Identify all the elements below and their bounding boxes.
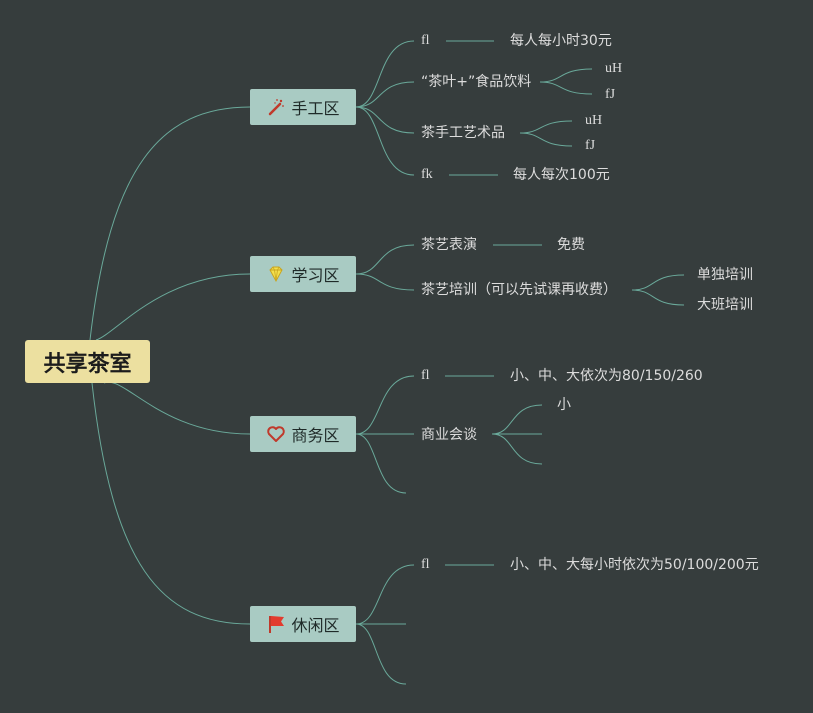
- topic-label[interactable]: 茶艺培训（可以先试课再收费）: [421, 282, 617, 298]
- sub-connector: [539, 81, 593, 95]
- diamond-icon: [266, 264, 286, 284]
- sub-connector: [519, 132, 573, 147]
- branch-leisure[interactable]: 休闲区: [250, 606, 356, 642]
- branch-connector: [355, 106, 415, 134]
- subtopic-label[interactable]: 大班培训: [697, 297, 753, 313]
- topic-label[interactable]: fk: [421, 167, 433, 182]
- flag-icon: [266, 614, 286, 634]
- branch-connector: [355, 375, 415, 435]
- branch-connector: [355, 244, 415, 275]
- branch-business[interactable]: 商务区: [250, 416, 356, 452]
- topic-detail[interactable]: 小、中、大依次为80/150/260: [510, 368, 703, 384]
- branch-study[interactable]: 学习区: [250, 256, 356, 292]
- root-label: 共享茶室: [43, 351, 132, 377]
- root-node[interactable]: 共享茶室: [25, 340, 150, 383]
- sub-connector: [491, 404, 543, 435]
- branch-connector: [355, 433, 407, 494]
- sub-connector: [491, 433, 543, 465]
- root-connector: [95, 273, 251, 341]
- topic-detail[interactable]: 每人每次100元: [513, 167, 610, 183]
- subtopic-label[interactable]: fJ: [605, 87, 616, 102]
- branch-connector: [355, 106, 415, 176]
- topic-label[interactable]: fl: [421, 557, 430, 572]
- sub-connector: [519, 120, 573, 134]
- subtopic-label[interactable]: 单独培训: [697, 267, 753, 283]
- subtopic-label[interactable]: uH: [585, 113, 603, 128]
- topic-label[interactable]: 茶艺表演: [421, 237, 477, 253]
- branch-connector: [355, 273, 415, 291]
- root-connector: [91, 382, 251, 625]
- subtopic-label[interactable]: uH: [605, 61, 623, 76]
- root-connector: [89, 106, 251, 341]
- topic-label[interactable]: fl: [421, 368, 430, 383]
- branch-connector: [355, 564, 415, 625]
- branch-connector: [355, 40, 415, 108]
- branch-label: 手工区: [291, 99, 340, 118]
- branch-connector: [355, 81, 415, 108]
- topic-label[interactable]: 商业会谈: [421, 427, 477, 443]
- sub-connector: [631, 274, 685, 291]
- subtopic-label[interactable]: 小: [557, 397, 571, 413]
- topic-detail[interactable]: 每人每小时30元: [510, 33, 612, 49]
- magic-wand-icon: [266, 97, 286, 117]
- branch-label: 商务区: [291, 426, 340, 445]
- topic-label[interactable]: “茶叶+”食品饮料: [421, 74, 532, 90]
- branch-connector: [355, 623, 407, 685]
- branch-handcraft[interactable]: 手工区: [250, 89, 356, 125]
- branch-label: 休闲区: [291, 616, 340, 635]
- sub-connector: [631, 289, 685, 306]
- sub-connector: [539, 68, 593, 83]
- heart-icon: [266, 424, 286, 444]
- root-connector: [103, 381, 251, 435]
- subtopic-label[interactable]: fJ: [585, 138, 596, 153]
- topic-label[interactable]: fl: [421, 33, 430, 48]
- topic-label[interactable]: 茶手工艺术品: [421, 125, 505, 141]
- topic-detail[interactable]: 免费: [557, 237, 585, 253]
- branch-label: 学习区: [291, 266, 340, 285]
- topic-detail[interactable]: 小、中、大每小时依次为50/100/200元: [510, 557, 759, 573]
